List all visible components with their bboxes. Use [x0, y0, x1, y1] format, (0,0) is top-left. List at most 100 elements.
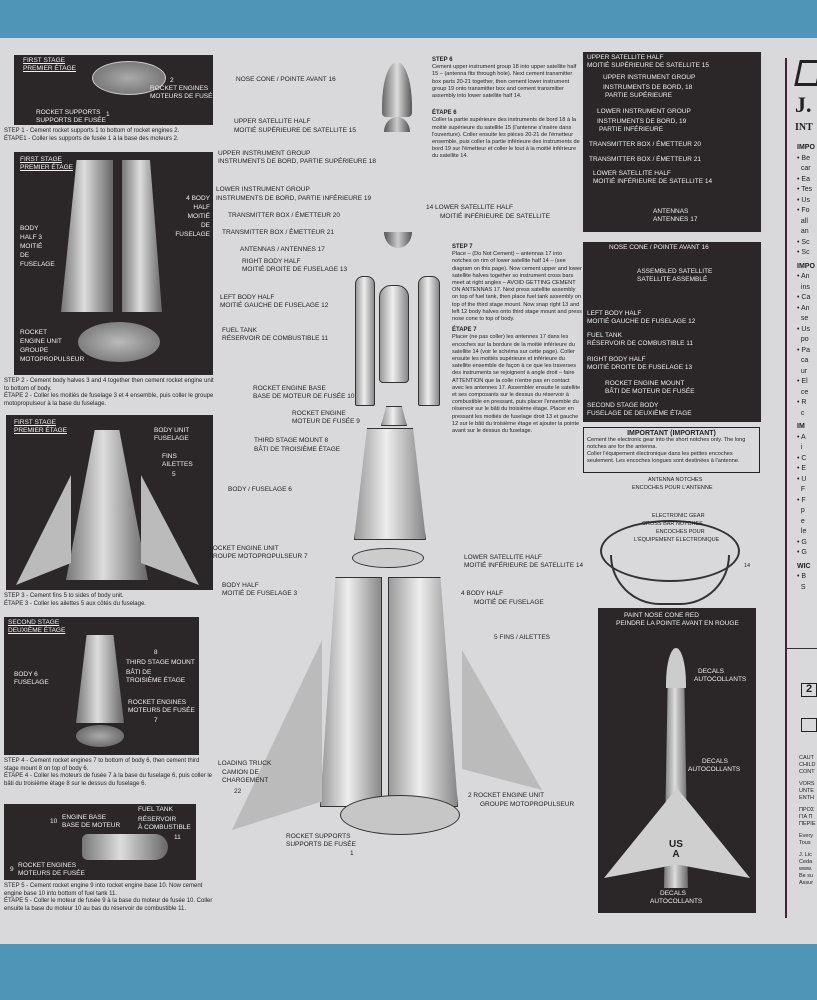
diagram-label: LOWER INSTRUMENT GROUP [216, 186, 310, 193]
label: FIRST STAGE [14, 419, 57, 426]
label: MOTEURS DE FUSÉE [18, 870, 85, 877]
edge-line: • E [797, 465, 807, 472]
engine-plate [92, 61, 166, 95]
diagram-label: ROCKET ENGINE UNIT [208, 545, 279, 552]
label: ROCKET ENGINES [150, 85, 209, 92]
label: AUTOCOLLANTS [688, 766, 741, 773]
diagram-label: BODY HALF [222, 582, 259, 589]
diagram-label: 14 LOWER SATELLITE HALF [426, 204, 513, 211]
label: FUSELAGE [154, 435, 189, 442]
diagram-label: 2 ROCKET ENGINE UNIT [468, 792, 545, 799]
edge-line: ca [797, 357, 809, 364]
body-unit [66, 430, 148, 580]
edge-line: • Be [797, 154, 810, 162]
label: BODY 6 [14, 671, 38, 678]
step5-caption: STEP 5 - Cement rocket engine 9 into roc… [4, 883, 213, 912]
label: AUTOCOLLANTS [694, 676, 747, 683]
label: ANTENNAS [653, 208, 689, 215]
label: RÉSERVOIR [138, 816, 177, 823]
diagram-label: MOITIÉ DROITE DE FUSELAGE 13 [242, 266, 348, 273]
edge-line: • Us [797, 325, 810, 333]
diagram-label: THIRD STAGE MOUNT 8 [254, 437, 329, 444]
rocket-engine-unit [340, 795, 460, 835]
diagram-label: 5 FINS / AILETTES [494, 634, 550, 641]
diagram-label: MOITIÉ DE FUSELAGE [474, 599, 544, 606]
diagram-label: MOITIÉ INFÉRIEURE DE SATELLITE [440, 213, 551, 220]
footer-line: CAUT [799, 755, 814, 761]
fins [604, 788, 750, 878]
diagram-label: GROUPE MOTOPROPULSEUR [480, 801, 575, 808]
diagram-label: MOTEUR DE FUSÉE 9 [292, 418, 360, 425]
engine-unit [78, 322, 160, 362]
label: FUEL TANK [138, 806, 173, 813]
important-heading: IMPORTANT (IMPORTANT) [627, 430, 716, 437]
label: PREMIER ÉTAGE [20, 164, 73, 171]
edge-line: IM [797, 423, 805, 430]
step2-caption: STEP 2 - Cement body halves 3 and 4 toge… [4, 378, 214, 407]
edge-line: F [797, 486, 806, 493]
engines-7 [76, 725, 124, 747]
body-half-4 [122, 160, 162, 312]
diagram-label: MOITIÉ SUPÉRIEURE DE SATELLITE 15 [234, 127, 356, 134]
label: 10 [50, 818, 58, 825]
diagram-label: 1 [350, 850, 354, 857]
label: 5 [172, 471, 176, 478]
diagram-label: ROCKET ENGINE BASE [253, 385, 326, 392]
label: ANTENNES 17 [653, 216, 698, 223]
important-box: IMPORTANT (IMPORTANT) Cement the electro… [583, 427, 760, 473]
diagram-label: NOSE CONE / POINTE AVANT 16 [236, 76, 336, 83]
diagram-label: ANTENNAS / ANTENNES 17 [240, 246, 325, 253]
label: ENCOCHES POUR [656, 529, 705, 535]
footer-line: UNTE [799, 788, 814, 794]
label: PREMIER ÉTAGE [23, 65, 76, 72]
age-box: 2 [801, 683, 817, 697]
nose-cone-red [666, 648, 686, 688]
label: 8 [154, 649, 158, 656]
label: CROSS BAR NOTCHES [642, 521, 703, 527]
diagram-label: SUPPORTS DE FUSÉE [286, 841, 356, 848]
edge-line: • B [797, 573, 807, 580]
diagram-label: BODY / FUSELAGE 6 [228, 486, 292, 493]
edge-line: • A [797, 433, 806, 441]
label: TROISIÈME ÉTAGE [126, 677, 186, 684]
footer-line: CONT [799, 769, 815, 775]
label: PEINDRE LA POINTE AVANT EN ROUGE [616, 620, 739, 627]
label: INSTRUMENTS DE BORD, 18 [603, 84, 693, 91]
diagram-label: 4 BODY HALF [461, 590, 504, 597]
label: THIRD STAGE MOUNT [126, 659, 195, 666]
upper-satellite-half [384, 117, 410, 132]
label: RÉSERVOIR DE COMBUSTIBLE 11 [587, 340, 693, 347]
edge-line: • R [797, 399, 807, 406]
left-body-half-12 [355, 276, 375, 406]
edge-line: • C [797, 454, 807, 462]
footer-line: J. Lic [799, 852, 812, 858]
label: ROCKET ENGINES [128, 699, 187, 706]
label: DECALS [698, 668, 725, 675]
label: DECALS [660, 890, 687, 897]
edge-line: • An [797, 304, 810, 312]
label: NOSE CONE / POINTE AVANT 16 [609, 244, 709, 251]
diagram-label: MOITIÉ INFÉRIEURE DE SATELLITE 14 [464, 562, 584, 569]
diagram-label: GROUPE MOTOPROPULSEUR 7 [208, 553, 308, 560]
step5-panel: 10 ENGINE BASE BASE DE MOTEUR FUEL TANK … [4, 804, 196, 880]
step4-panel: SECOND STAGE DEUXIÈME ÉTAGE 8 THIRD STAG… [4, 617, 199, 755]
edge-line: IMPO [797, 144, 815, 151]
label: DEUXIÈME ÉTAGE [8, 627, 66, 634]
fin-right [141, 475, 199, 585]
footer-line: VORS [799, 781, 815, 787]
edge-line: IMPO [797, 262, 815, 270]
label: 7 [154, 717, 158, 724]
edge-line: an [797, 228, 809, 235]
label: FUSELAGE DE DEUXIÈME ÉTAGE [587, 410, 692, 417]
label: AILETTES [162, 461, 193, 468]
engine-unit-7 [352, 548, 424, 568]
label: MOITIÉ INFÉRIEURE DE SATELLITE 14 [593, 178, 713, 185]
edge-line: • Tes [797, 186, 813, 193]
label: ROCKET ENGINE MOUNT [605, 380, 685, 387]
edge-line: ur [797, 367, 808, 375]
